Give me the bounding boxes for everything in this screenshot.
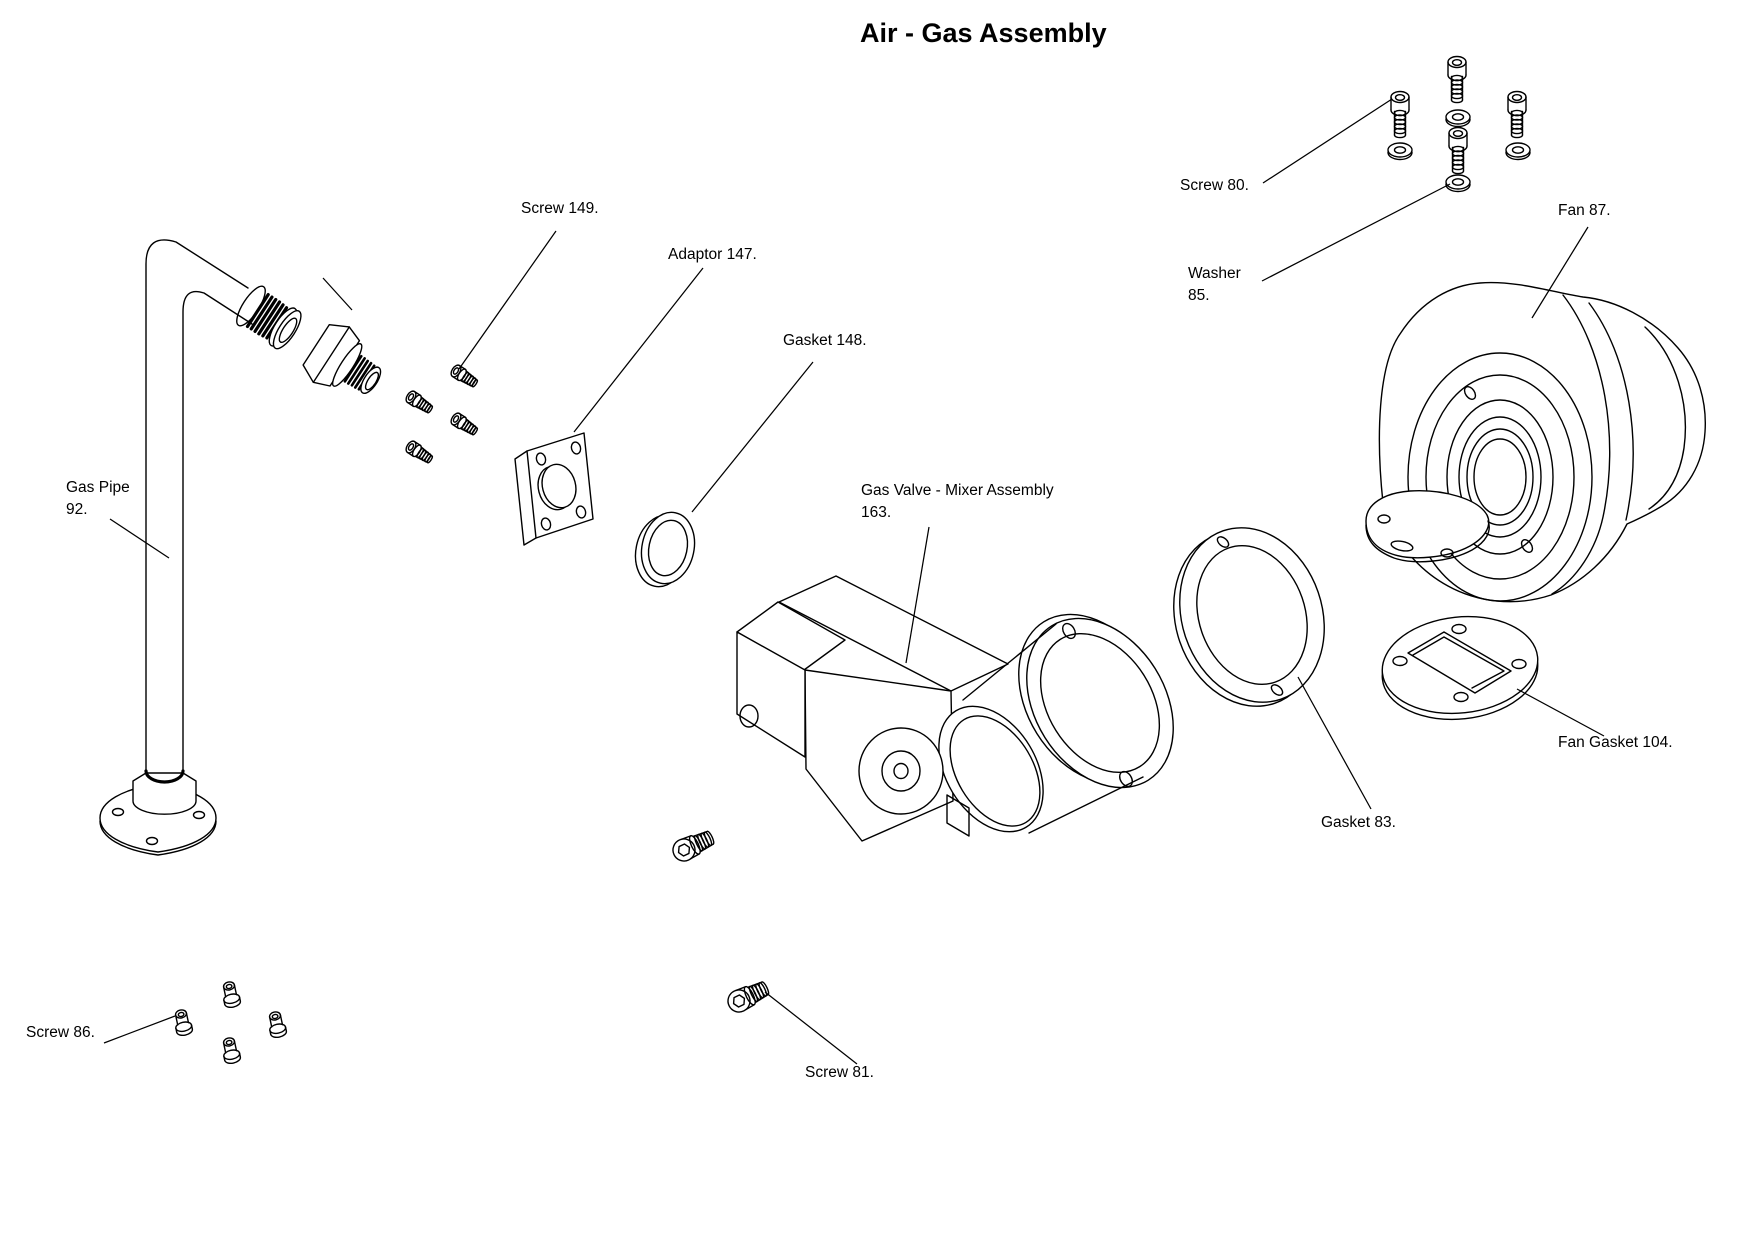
label-gas-pipe-92: Gas Pipe 92. — [66, 479, 130, 519]
screw-80-washer-85-group — [1387, 55, 1531, 193]
pointer-line — [322, 277, 353, 311]
leader-gas-pipe-92 — [109, 518, 170, 559]
label-screw-86: Screw 86. — [26, 1024, 95, 1041]
gas-pipe — [99, 239, 302, 856]
label-fan-gasket-104: Fan Gasket 104. — [1558, 734, 1673, 751]
label-gas-valve-163: Gas Valve - Mixer Assembly 163. — [861, 482, 1054, 522]
leader-screw-149 — [458, 230, 557, 370]
leader-adaptor-147 — [573, 267, 704, 433]
leader-fan-gasket-104 — [1516, 688, 1605, 737]
pipe-nut-fitting — [302, 324, 382, 395]
gasket-83-ring — [1173, 527, 1325, 707]
label-screw-80: Screw 80. — [1180, 177, 1249, 194]
gasket-148-ring — [634, 511, 696, 588]
leader-gasket-83 — [1297, 676, 1372, 810]
screw-81 — [723, 976, 773, 1017]
loose-screw — [668, 826, 718, 866]
label-gasket-83: Gasket 83. — [1321, 814, 1396, 831]
leader-washer-85 — [1261, 183, 1451, 282]
label-fan-87: Fan 87. — [1558, 202, 1611, 219]
label-screw-149: Screw 149. — [521, 200, 599, 217]
leader-screw-86 — [103, 1015, 176, 1044]
leader-fan-87 — [1531, 226, 1589, 319]
fan-assembly — [1365, 281, 1706, 603]
leader-screw-81 — [764, 991, 858, 1065]
leader-gasket-148 — [691, 361, 814, 513]
screw-86-group — [171, 979, 288, 1066]
screw-149-group — [403, 362, 481, 467]
fan-gasket-disc — [1381, 615, 1539, 721]
adaptor-plate — [514, 432, 594, 546]
label-screw-81: Screw 81. — [805, 1064, 874, 1081]
leader-lines — [103, 98, 1605, 1065]
leader-gas-valve-163 — [905, 526, 930, 664]
label-gasket-148: Gasket 148. — [783, 332, 867, 349]
label-washer-85: Washer 85. — [1188, 265, 1241, 305]
leader-screw-80 — [1262, 98, 1393, 184]
page-title: Air - Gas Assembly — [860, 18, 1107, 48]
gas-valve-mixer-assembly — [736, 575, 1174, 842]
label-adaptor-147: Adaptor 147. — [668, 246, 757, 263]
